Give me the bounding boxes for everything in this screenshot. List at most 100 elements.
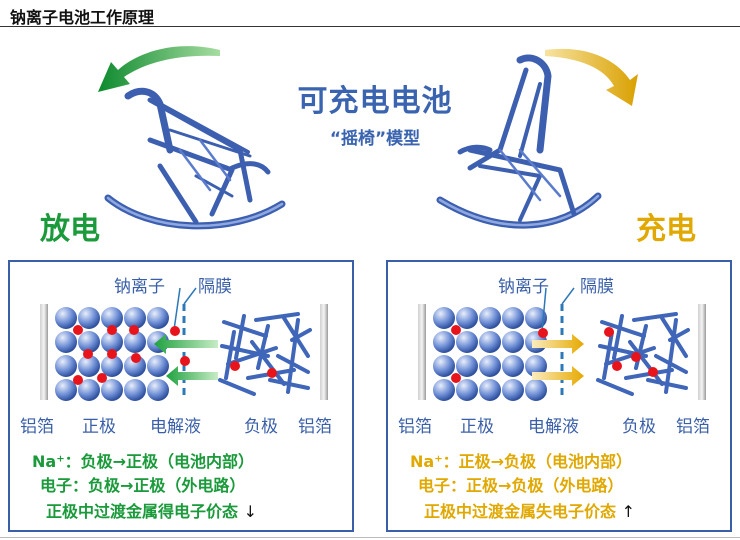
foil-left-label: 铝箔 bbox=[20, 417, 54, 437]
negative-label: 负极 bbox=[622, 417, 656, 437]
valence-text: 正极中过渡金属得电子价态 ↓ bbox=[46, 498, 257, 522]
ion-dot bbox=[82, 348, 93, 359]
lattice-atom bbox=[478, 378, 501, 401]
discharge-cell-diagram bbox=[39, 287, 328, 401]
lattice-atom bbox=[501, 378, 524, 401]
separator-pointer bbox=[182, 287, 197, 304]
ion-dot bbox=[229, 360, 240, 371]
ion-dot bbox=[450, 324, 461, 335]
lattice-atom bbox=[123, 306, 146, 329]
ion-flow-arrow-lower bbox=[165, 365, 218, 386]
ion-dot bbox=[128, 324, 139, 335]
negative-label: 负极 bbox=[244, 417, 278, 437]
ion-flow-arrow-upper bbox=[153, 333, 218, 354]
carbon-sheet bbox=[603, 345, 656, 366]
lattice-atom bbox=[100, 306, 123, 329]
ion-dot bbox=[169, 325, 180, 336]
lattice-atom bbox=[77, 378, 100, 401]
lattice-atom bbox=[478, 330, 501, 353]
carbon-sheet bbox=[285, 317, 300, 394]
right-foil bbox=[319, 303, 328, 400]
carbon-sheet bbox=[599, 319, 646, 338]
lattice-atom bbox=[455, 306, 478, 329]
left-foil bbox=[417, 303, 426, 400]
lattice-atom bbox=[524, 354, 547, 377]
ion-dot bbox=[179, 355, 190, 366]
lattice-atom bbox=[501, 306, 524, 329]
title-divider bbox=[0, 26, 740, 27]
foil-left-label: 铝箔 bbox=[398, 417, 432, 437]
carbon-sheet bbox=[627, 339, 664, 386]
lattice-atom bbox=[478, 354, 501, 377]
lattice-atom bbox=[54, 330, 77, 353]
lattice-atom bbox=[432, 378, 455, 401]
ion-direction-text: Na⁺：正极→负极（电池内部） bbox=[410, 452, 633, 471]
carbon-sheet bbox=[631, 311, 678, 322]
positive-label: 正极 bbox=[82, 417, 116, 437]
separator-pointer bbox=[560, 287, 575, 304]
lattice-atom bbox=[100, 378, 123, 401]
valence-up-icon: ↑ bbox=[621, 502, 635, 521]
ion-dot bbox=[106, 324, 117, 335]
valence-text-main: 正极中过渡金属失电子价态 bbox=[424, 502, 617, 521]
electrolyte-label: 电解液 bbox=[150, 417, 201, 437]
right-rocking-chair bbox=[436, 54, 602, 229]
ion-dot bbox=[72, 324, 83, 335]
ion-dot bbox=[106, 348, 117, 359]
lattice-atom bbox=[123, 354, 146, 377]
charge-label: 充电 bbox=[636, 212, 696, 247]
carbon-sheet bbox=[601, 329, 614, 380]
discharge-arrow-icon bbox=[98, 46, 220, 92]
electron-direction-text: 电子：负极→正极（外电路） bbox=[40, 476, 246, 495]
lattice-atom bbox=[54, 306, 77, 329]
discharge-panel: 钠离子 隔膜 铝箔 正极 电解液 负极 铝箔 Na⁺：负极→正极（电池内部） 电… bbox=[8, 260, 354, 532]
cathode-ions bbox=[72, 324, 141, 385]
charge-panel: 钠离子 隔膜 铝箔 正极 电解液 负极 铝箔 Na⁺：正极→负极（电池内部） 电… bbox=[386, 260, 732, 532]
valence-text: 正极中过渡金属失电子价态 ↑ bbox=[424, 498, 635, 522]
lattice-atom bbox=[432, 330, 455, 353]
carbon-sheet bbox=[223, 329, 236, 380]
ion-direction-text: Na⁺：负极→正极（电池内部） bbox=[32, 452, 255, 471]
lattice-atom bbox=[524, 378, 547, 401]
lattice-atom bbox=[123, 330, 146, 353]
valence-text-main: 正极中过渡金属得电子价态 bbox=[46, 502, 239, 521]
right-foil bbox=[697, 303, 706, 400]
carbon-sheet bbox=[255, 323, 270, 370]
lattice-atom bbox=[77, 330, 100, 353]
anode-hard-carbon bbox=[595, 311, 690, 396]
lattice-atom bbox=[146, 378, 169, 401]
page-title: 钠离子电池工作原理 bbox=[10, 8, 155, 27]
lattice-atom bbox=[100, 354, 123, 377]
charge-cell-diagram bbox=[417, 287, 706, 401]
lattice-atom bbox=[478, 306, 501, 329]
ion-dot bbox=[630, 351, 641, 362]
carbon-sheet bbox=[217, 377, 256, 396]
ion-dot bbox=[96, 372, 107, 383]
carbon-sheet bbox=[595, 377, 634, 396]
cathode-lattice bbox=[432, 306, 547, 401]
valence-down-icon: ↓ bbox=[243, 502, 257, 521]
rocking-chair-illustration bbox=[98, 46, 638, 230]
ion-dot bbox=[72, 374, 83, 385]
lattice-atom bbox=[455, 330, 478, 353]
lattice-atom bbox=[100, 330, 123, 353]
electrolyte-label: 电解液 bbox=[528, 417, 579, 437]
sodium-ion-label: 钠离子 bbox=[114, 277, 165, 297]
lattice-atom bbox=[501, 330, 524, 353]
carbon-sheet bbox=[663, 317, 678, 394]
lattice-atom bbox=[77, 306, 100, 329]
lattice-atom bbox=[455, 378, 478, 401]
lattice-atom bbox=[123, 378, 146, 401]
ion-dot bbox=[130, 352, 141, 363]
ion-dot bbox=[450, 372, 461, 383]
carbon-sheet bbox=[221, 319, 268, 338]
main-title: 可充电电池 bbox=[297, 84, 453, 119]
ion-dot bbox=[266, 367, 277, 378]
foil-right-label: 铝箔 bbox=[298, 417, 332, 437]
lattice-atom bbox=[432, 306, 455, 329]
ion-flow-arrow-lower bbox=[531, 365, 584, 386]
charge-arrow-icon bbox=[545, 48, 638, 106]
lattice-atom bbox=[455, 354, 478, 377]
ion-dot bbox=[611, 360, 622, 371]
cathode-ions bbox=[450, 324, 461, 383]
